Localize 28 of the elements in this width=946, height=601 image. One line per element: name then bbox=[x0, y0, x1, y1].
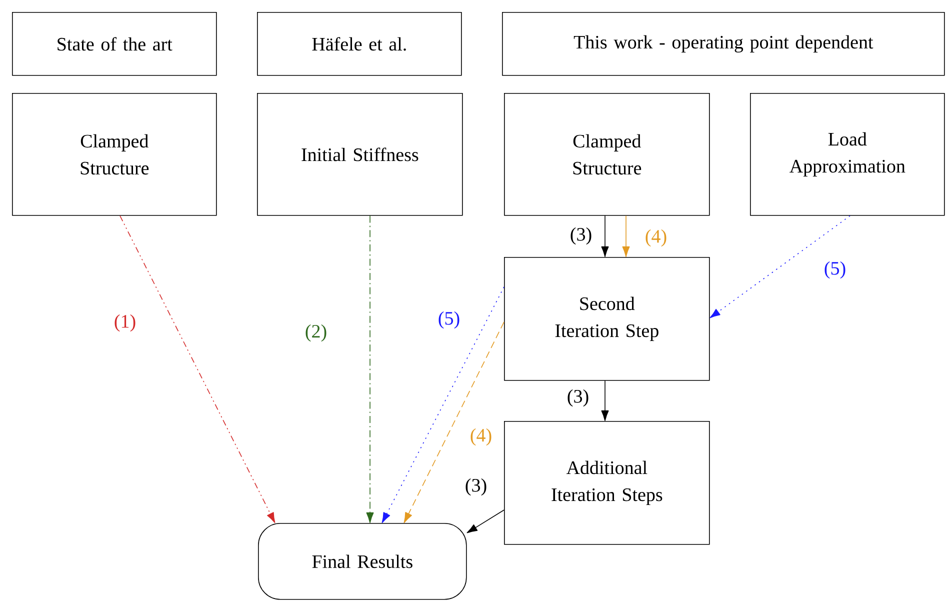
process-box: State of the art bbox=[12, 12, 217, 76]
arrow bbox=[404, 322, 504, 524]
arrow bbox=[601, 215, 609, 257]
edge-label: (5) bbox=[438, 311, 460, 329]
rounded-box: Final Results bbox=[258, 523, 467, 600]
arrow bbox=[601, 380, 609, 421]
process-box: This work - operating point dependent bbox=[502, 12, 945, 76]
arrow bbox=[382, 286, 504, 524]
process-box: Second Iteration Step bbox=[504, 257, 710, 381]
process-box: Load Approximation bbox=[750, 93, 945, 216]
edge-label: (3) bbox=[568, 389, 588, 407]
edge-label: (4) bbox=[470, 428, 492, 446]
arrow bbox=[120, 215, 276, 524]
process-box: Häfele et al. bbox=[257, 12, 462, 76]
process-box: Clamped Structure bbox=[12, 93, 217, 216]
edge-label: (5) bbox=[824, 261, 846, 279]
arrow bbox=[710, 215, 850, 318]
process-box: Clamped Structure bbox=[504, 93, 710, 216]
process-box: Additional Iteration Steps bbox=[504, 421, 710, 545]
process-box: Initial Stiffness bbox=[257, 93, 463, 216]
edge-label: (3) bbox=[570, 227, 592, 245]
edge-label: (1) bbox=[114, 314, 136, 332]
edge-label: (3) bbox=[466, 478, 486, 496]
edge-label: (2) bbox=[306, 324, 326, 342]
arrow bbox=[466, 510, 504, 534]
arrow bbox=[622, 215, 630, 257]
arrow bbox=[366, 215, 374, 523]
edge-label: (4) bbox=[646, 229, 666, 247]
